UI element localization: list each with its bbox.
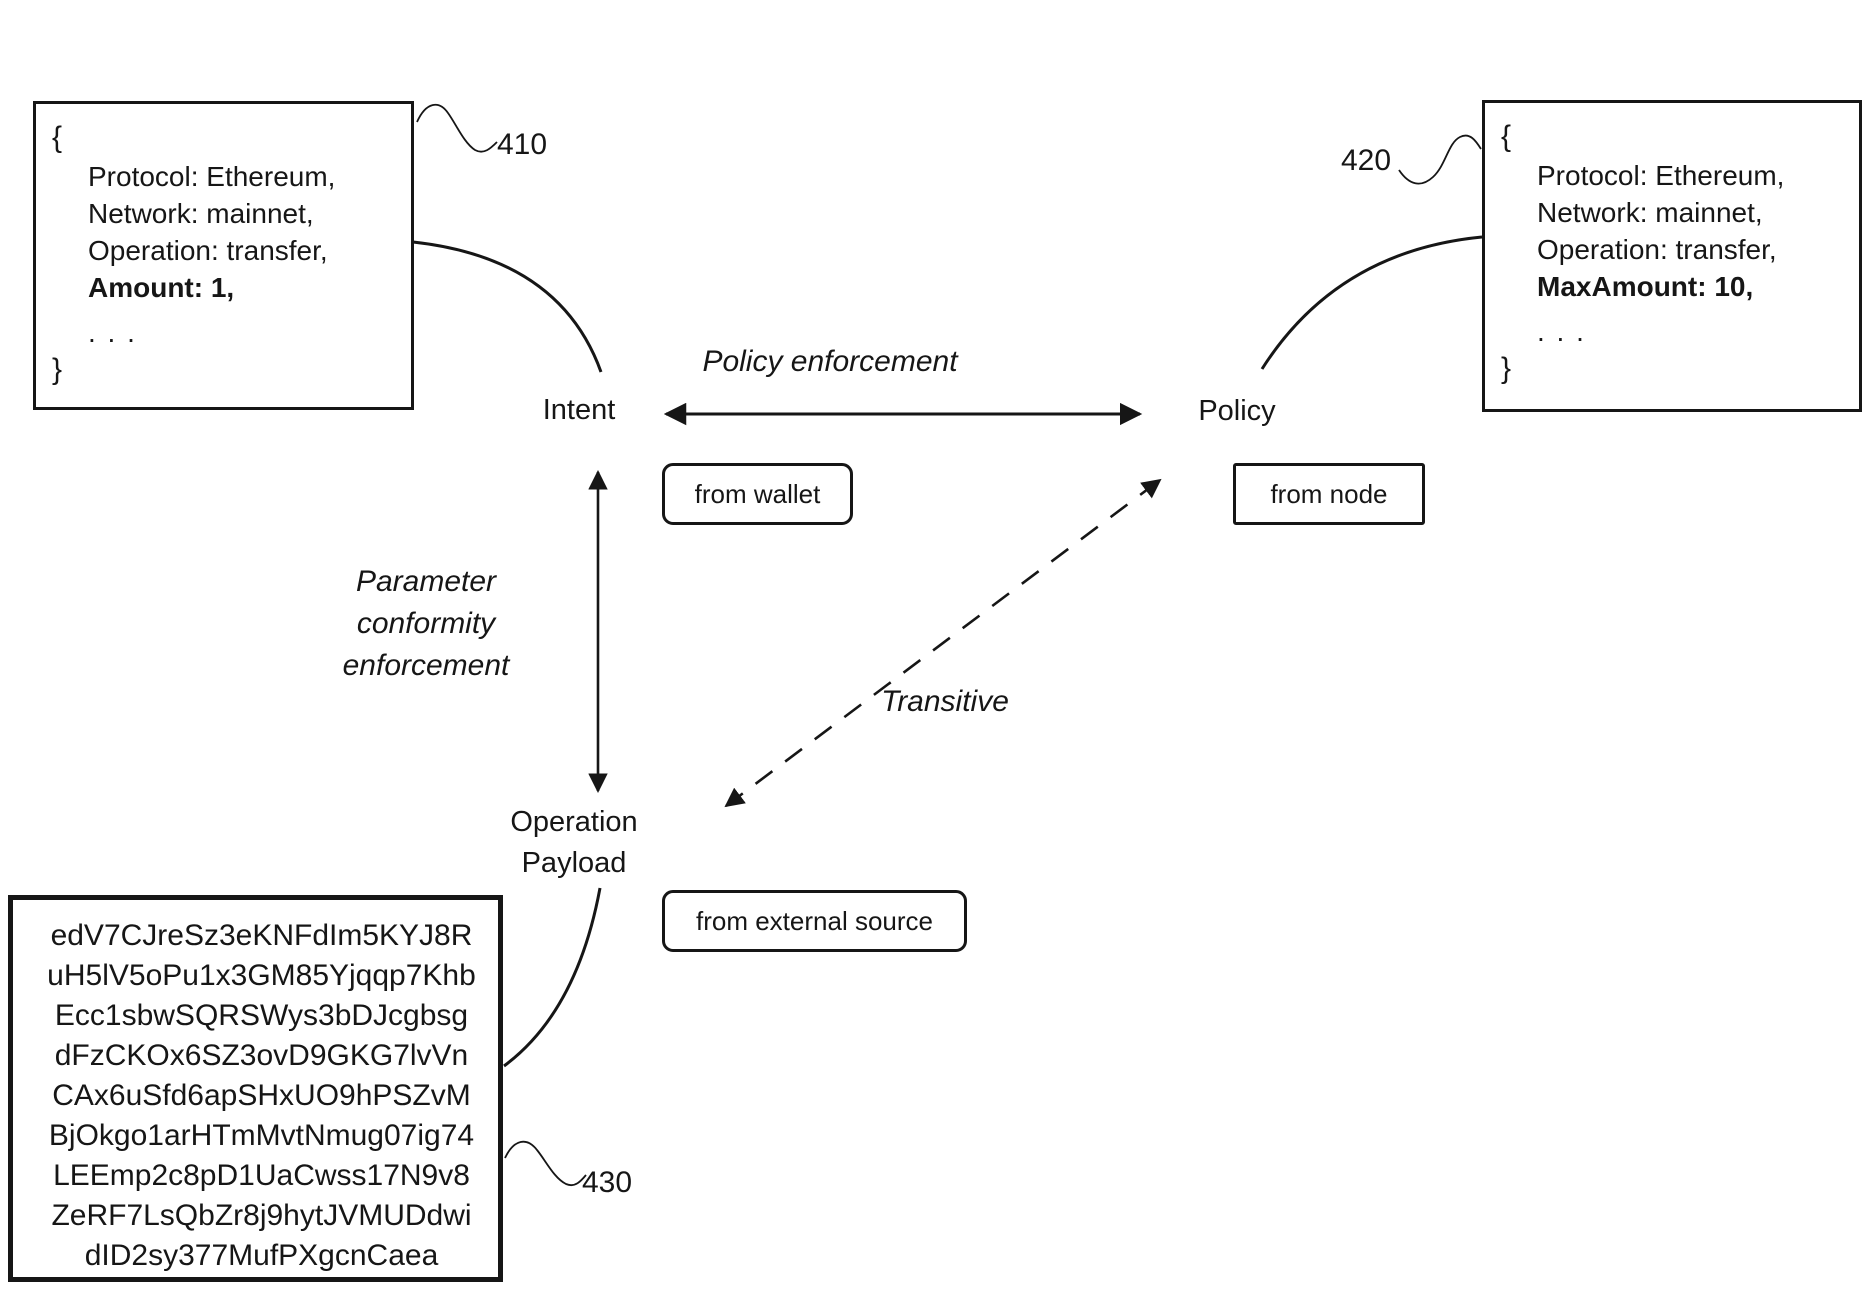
from-wallet-tag: from wallet	[662, 463, 853, 525]
from-external-source-text: from external source	[696, 905, 933, 936]
intent-network-line: Network: mainnet,	[88, 198, 314, 229]
policy-network-line: Network: mainnet,	[1537, 197, 1763, 228]
parameter-conformity-line1: Parameter	[355, 565, 497, 598]
payload-line: dFzCKOx6SZ3ovD9GKG7lvVn	[54, 1039, 469, 1072]
payload-box-connector-curve	[503, 887, 602, 1068]
policy-node-label: Policy	[1198, 395, 1276, 427]
policy-brace-open: {	[1501, 120, 1512, 153]
from-external-source-tag: from external source	[662, 890, 967, 952]
transitive-label: Transitive	[881, 685, 1009, 718]
policy-protocol-line: Protocol: Ethereum,	[1537, 160, 1785, 191]
from-node-text: from node	[1270, 478, 1388, 509]
ref-430-label: 430	[582, 1166, 633, 1199]
ref-420-squiggle	[1398, 134, 1482, 185]
ref-410-squiggle	[416, 103, 498, 153]
intent-node-label: Intent	[542, 394, 616, 426]
intent-amount-line: Amount: 1,	[88, 272, 235, 303]
parameter-conformity-label: Parameter conformity enforcement	[276, 561, 576, 687]
policy-json-box: { Protocol: Ethereum, Network: mainnet, …	[1482, 100, 1862, 412]
payload-line: uH5lV5oPu1x3GM85Yjqqp7Khb	[47, 959, 476, 992]
intent-box-connector-curve	[412, 240, 603, 373]
operation-payload-line1: Operation	[510, 806, 638, 838]
from-node-tag: from node	[1233, 463, 1425, 525]
ref-430-squiggle	[504, 1140, 587, 1187]
policy-box-connector-curve	[1260, 235, 1483, 370]
operation-payload-node-label: Operation Payload	[474, 802, 674, 884]
policy-enforcement-label: Policy enforcement	[702, 345, 958, 378]
transitive-dashed-arrow	[724, 478, 1162, 808]
parameter-conformity-line2: conformity	[356, 607, 496, 640]
payload-line: CAx6uSfd6apSHxUO9hPSZvM	[52, 1079, 471, 1112]
policy-brace-close: }	[1501, 352, 1512, 385]
policy-ellipsis: . . .	[1537, 316, 1586, 347]
operation-payload-line2: Payload	[521, 847, 627, 879]
policy-operation-line: Operation: transfer,	[1537, 234, 1777, 265]
payload-data-box: edV7CJreSz3eKNFdIm5KYJ8R uH5lV5oPu1x3GM8…	[8, 895, 503, 1282]
payload-line: edV7CJreSz3eKNFdIm5KYJ8R	[50, 919, 473, 952]
intent-brace-open: {	[52, 121, 63, 154]
payload-line: ZeRF7LsQbZr8j9hytJVMUDdwi	[51, 1199, 472, 1232]
from-wallet-text: from wallet	[694, 478, 821, 509]
intent-brace-close: }	[52, 353, 63, 386]
payload-line: LEEmp2c8pD1UaCwss17N9v8	[53, 1159, 470, 1192]
ref-420-label: 420	[1341, 144, 1392, 177]
intent-ellipsis: . . .	[88, 317, 137, 348]
payload-line: dID2sy377MufPXgcnCaea	[84, 1239, 439, 1272]
parameter-conformity-line3: enforcement	[342, 649, 510, 682]
intent-operation-line: Operation: transfer,	[88, 235, 328, 266]
payload-line: Ecc1sbwSQRSWys3bDJcgbsg	[54, 999, 469, 1032]
policy-maxamount-line: MaxAmount: 10,	[1537, 271, 1754, 302]
intent-json-box: { Protocol: Ethereum, Network: mainnet, …	[33, 101, 414, 410]
ref-410-label: 410	[497, 128, 548, 161]
payload-line: BjOkgo1arHTmMvtNmug07ig74	[48, 1119, 475, 1152]
intent-protocol-line: Protocol: Ethereum,	[88, 161, 336, 192]
